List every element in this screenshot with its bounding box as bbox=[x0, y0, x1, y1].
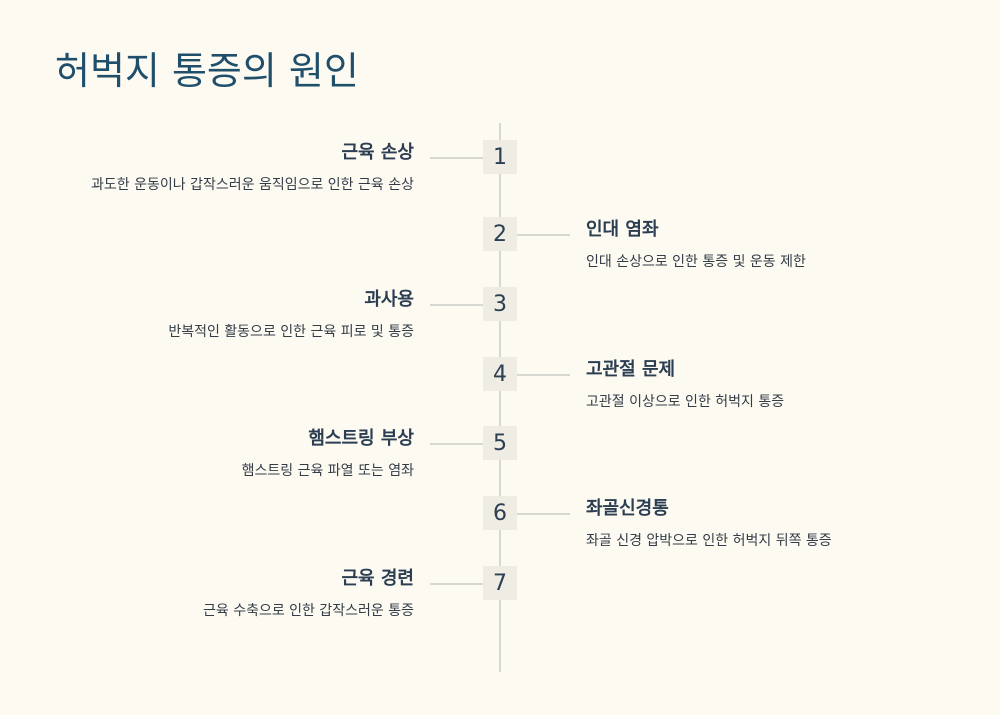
step-connector bbox=[430, 583, 483, 585]
page-title: 허벅지 통증의 원인 bbox=[55, 49, 359, 93]
step-number: 3 bbox=[483, 287, 517, 321]
step-title: 과사용 bbox=[364, 289, 414, 310]
step-description: 좌골 신경 압박으로 인한 허벅지 뒤쪽 통증 bbox=[586, 533, 832, 549]
step-title: 인대 염좌 bbox=[586, 219, 659, 240]
step-number: 7 bbox=[483, 566, 517, 600]
step-description: 반복적인 활동으로 인한 근육 피로 및 통증 bbox=[168, 324, 414, 340]
step-description: 고관절 이상으로 인한 허벅지 통증 bbox=[586, 394, 785, 410]
step-number: 2 bbox=[483, 217, 517, 251]
step-connector bbox=[517, 374, 570, 376]
step-number: 6 bbox=[483, 496, 517, 530]
step-title: 좌골신경통 bbox=[586, 498, 669, 519]
step-description: 과도한 운동이나 갑작스러운 움직임으로 인한 근육 손상 bbox=[91, 177, 414, 193]
timeline-axis bbox=[499, 123, 501, 672]
step-connector bbox=[517, 513, 570, 515]
step-connector bbox=[517, 234, 570, 236]
step-number: 4 bbox=[483, 357, 517, 391]
step-description: 인대 손상으로 인한 통증 및 운동 제한 bbox=[586, 254, 806, 270]
step-title: 근육 경련 bbox=[341, 568, 414, 589]
step-connector bbox=[430, 157, 483, 159]
step-title: 햄스트링 부상 bbox=[308, 428, 414, 449]
step-connector bbox=[430, 304, 483, 306]
step-title: 근육 손상 bbox=[341, 142, 414, 163]
step-title: 고관절 문제 bbox=[586, 359, 676, 380]
step-description: 햄스트링 근육 파열 또는 염좌 bbox=[241, 463, 414, 479]
step-number: 5 bbox=[483, 426, 517, 460]
step-number: 1 bbox=[483, 140, 517, 174]
step-connector bbox=[430, 443, 483, 445]
step-description: 근육 수축으로 인한 갑작스러운 통증 bbox=[203, 603, 414, 619]
